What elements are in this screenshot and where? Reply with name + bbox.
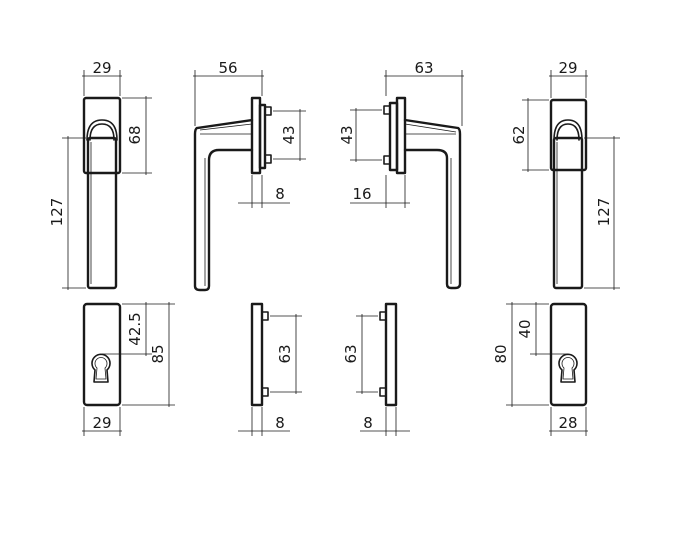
dim-label: 62 xyxy=(510,125,528,144)
dim-label: 29 xyxy=(92,414,111,432)
dim-label: 43 xyxy=(280,125,298,144)
dim-label: 56 xyxy=(218,59,237,77)
dim-label: 43 xyxy=(338,125,356,144)
dim-label: 127 xyxy=(595,198,613,227)
dim-label: 29 xyxy=(558,59,577,77)
dim-handle-right-side: 63 43 16 xyxy=(338,59,464,208)
dim-label: 63 xyxy=(414,59,433,77)
dim-label: 127 xyxy=(48,198,66,227)
dim-plate-right-front: 40 80 28 xyxy=(492,302,588,436)
dim-label: 8 xyxy=(363,414,373,432)
plate-left-side-view xyxy=(250,302,269,407)
dim-label: 8 xyxy=(275,414,285,432)
dim-handle-left-side: 56 43 8 xyxy=(193,59,306,208)
handle-right-front-view xyxy=(549,98,588,290)
plate-right-side-view xyxy=(379,302,398,407)
dim-label: 29 xyxy=(92,59,111,77)
handle-left-front-view xyxy=(82,96,122,290)
handle-right-side-view xyxy=(383,96,462,290)
dim-label: 40 xyxy=(516,319,534,338)
dim-label: 8 xyxy=(275,185,285,203)
dim-label: 68 xyxy=(126,125,144,144)
dim-label: 63 xyxy=(342,344,360,363)
dim-plate-right-side: 63 8 xyxy=(342,314,410,436)
dim-label: 85 xyxy=(149,344,167,363)
dim-label: 28 xyxy=(558,414,577,432)
dim-label: 16 xyxy=(352,185,371,203)
handle-left-side-view xyxy=(193,96,272,292)
dim-plate-left-front: 42.5 85 29 xyxy=(82,302,175,436)
plate-left-front-view xyxy=(82,302,122,407)
dim-handle-right-front: 29 62 127 xyxy=(510,59,620,290)
dim-label: 63 xyxy=(276,344,294,363)
dim-plate-left-side: 63 8 xyxy=(238,314,302,436)
dim-handle-left-front: 29 68 127 xyxy=(48,59,152,290)
plate-right-front-view xyxy=(549,302,588,407)
dim-label: 80 xyxy=(492,344,510,363)
dim-label: 42.5 xyxy=(126,312,144,345)
